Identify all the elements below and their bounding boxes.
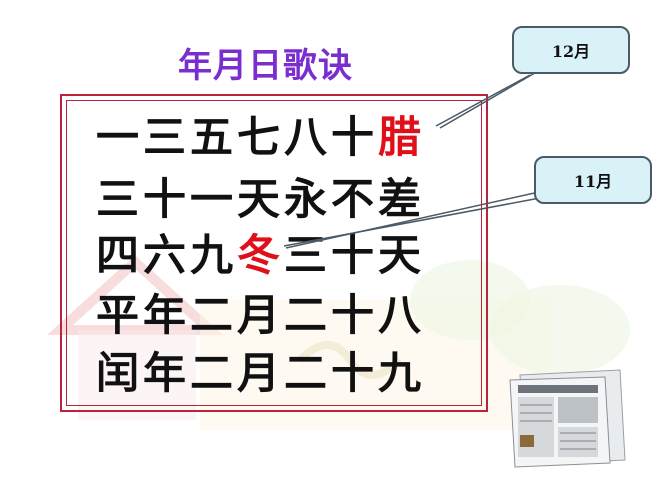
poem-highlight-la: 腊 — [378, 113, 425, 163]
newspaper-stack-icon — [509, 369, 626, 468]
poem-line-4: 平年二月二十八 — [96, 291, 425, 341]
poem-line-2: 三十一天永不差 — [96, 175, 425, 225]
poem-line-3: 四六九冬三十天 — [96, 228, 425, 284]
poem-frame — [60, 94, 488, 412]
poem-line-1: 一三五七八十腊 — [96, 110, 425, 166]
poem-line-5: 闰年二月二十九 — [96, 349, 425, 399]
poem-line-3-before: 四六九 — [96, 231, 237, 281]
callout-november: 11月 — [534, 156, 652, 204]
poem-line-1-text: 一三五七八十 — [96, 113, 378, 163]
callout-december: 12月 — [512, 26, 630, 74]
poem-line-3-after: 三十天 — [284, 231, 425, 281]
poem-highlight-dong: 冬 — [237, 231, 284, 281]
page-title: 年月日歌诀 — [178, 46, 353, 86]
